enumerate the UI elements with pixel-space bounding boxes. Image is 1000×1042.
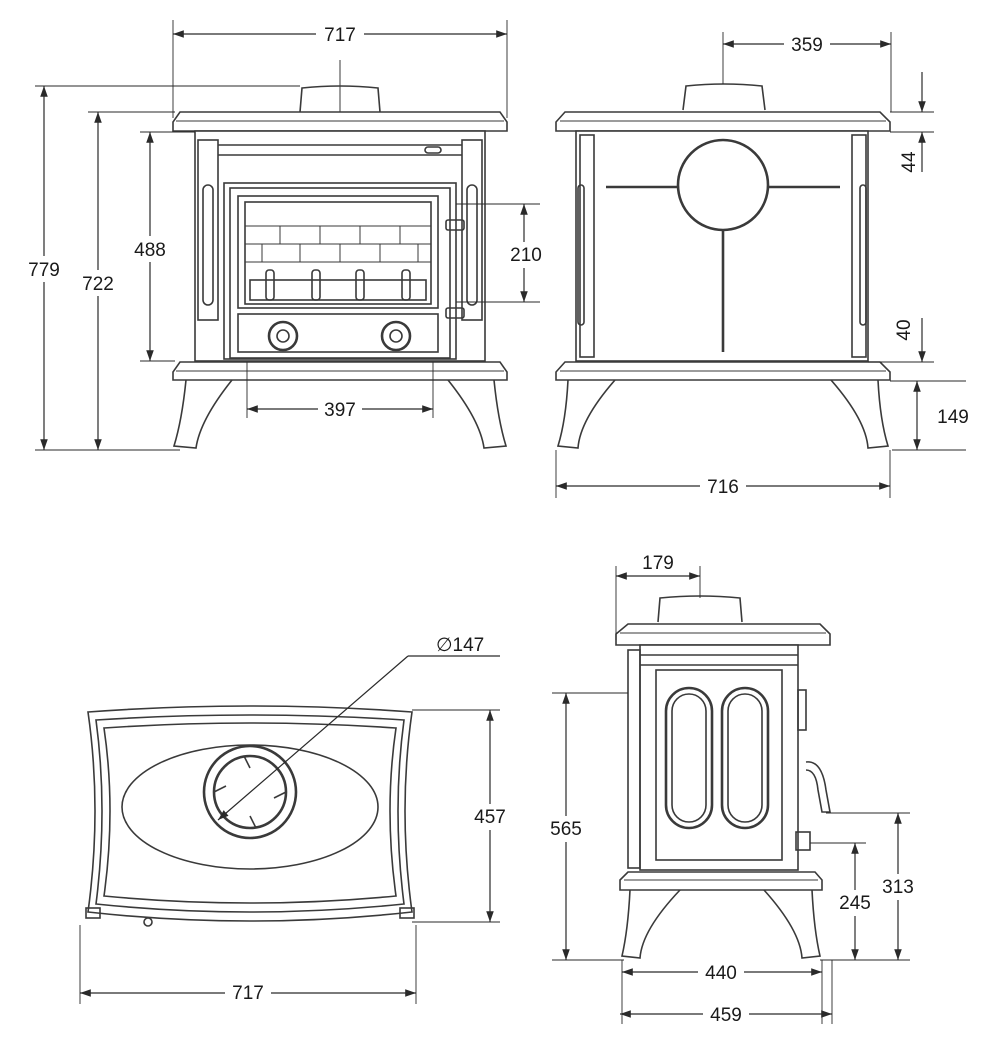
side-view: [555, 83, 891, 449]
dim-top-width: 717: [232, 983, 264, 1004]
dim-top-depth: 457: [474, 807, 506, 828]
dim-side-width: 716: [707, 477, 739, 498]
top-view: [85, 705, 415, 927]
dim-outlet-height-high: 313: [882, 877, 914, 898]
dim-front-width: 717: [324, 25, 356, 46]
dim-body-height: 722: [82, 274, 114, 295]
dim-outlet-height-low: 245: [839, 893, 871, 914]
dim-total-height: 779: [28, 260, 60, 281]
dim-flue-offset-side: 359: [791, 35, 823, 56]
dim-top-rim-height: 44: [899, 151, 920, 173]
dim-flue-diameter: ∅147: [436, 635, 484, 656]
dim-glass-width: 397: [324, 400, 356, 421]
dim-base-depth: 440: [705, 963, 737, 984]
dim-back-height: 565: [550, 819, 582, 840]
dim-lower-rim-height: 40: [894, 319, 915, 340]
dim-door-height: 488: [134, 240, 166, 261]
dim-glass-height: 210: [510, 245, 542, 266]
front-view: [172, 60, 508, 449]
dimension-labels: 717 779 722 488 210 397 359 44 40 149 71…: [24, 24, 969, 1026]
dim-overall-depth: 459: [710, 1005, 742, 1026]
dim-flue-offset-back: 179: [642, 553, 674, 574]
back-view: [615, 595, 831, 959]
dim-leg-height: 149: [937, 407, 969, 428]
